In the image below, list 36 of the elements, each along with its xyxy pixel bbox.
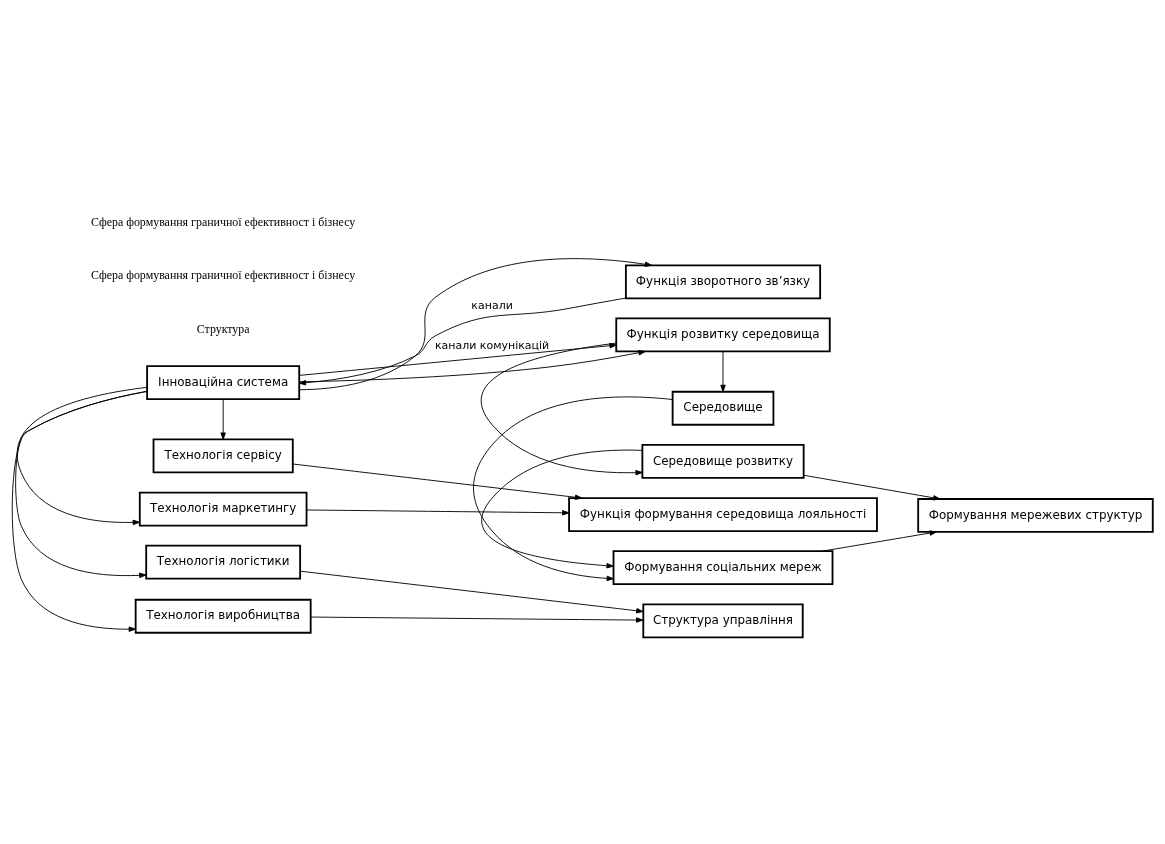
node-box: Функція розвитку середовища xyxy=(615,317,831,353)
arrow xyxy=(803,474,941,501)
node-box: Середовище xyxy=(671,390,775,426)
arrow xyxy=(821,530,937,552)
arrow xyxy=(11,390,148,632)
arrow xyxy=(15,390,148,579)
arrow xyxy=(220,398,226,440)
node-box: Технологія маркетингу xyxy=(138,491,308,527)
node-box: Формування соціальних мереж xyxy=(612,550,834,586)
edge-label: канали xyxy=(471,298,513,312)
node-box: Технологія сервісу xyxy=(152,438,294,474)
node-box: Функція формування середовища лояльності xyxy=(568,497,878,532)
label: Структура xyxy=(196,321,250,336)
node-box: Функція зворотного зв’язку xyxy=(624,264,822,300)
arrow xyxy=(306,509,570,516)
arrow xyxy=(480,342,643,476)
arrow xyxy=(299,350,646,383)
arrow xyxy=(299,570,644,614)
node-box: Технологія виробництва xyxy=(134,598,312,634)
arrow xyxy=(298,297,627,386)
node-box: Формування мережевих структур xyxy=(917,498,1154,533)
arrow xyxy=(298,258,653,391)
node-box: Інноваційна система xyxy=(146,365,301,400)
arrow xyxy=(17,386,148,526)
node-box: Середовище розвитку xyxy=(641,444,805,479)
node-box: Структура управління xyxy=(642,603,804,639)
label: Сфера формування граничної ефективност і бізнесу xyxy=(91,215,356,230)
arrow xyxy=(299,343,617,376)
label: Сфера формування граничної ефективност і бізнесу xyxy=(91,268,356,283)
arrow xyxy=(310,616,644,623)
arrow xyxy=(720,351,726,393)
arrow xyxy=(473,396,673,582)
arrow xyxy=(292,463,583,500)
edge-label: канали комунікацій xyxy=(434,339,550,353)
node-box: Технологія логістики xyxy=(145,544,302,580)
arrow xyxy=(481,449,643,569)
